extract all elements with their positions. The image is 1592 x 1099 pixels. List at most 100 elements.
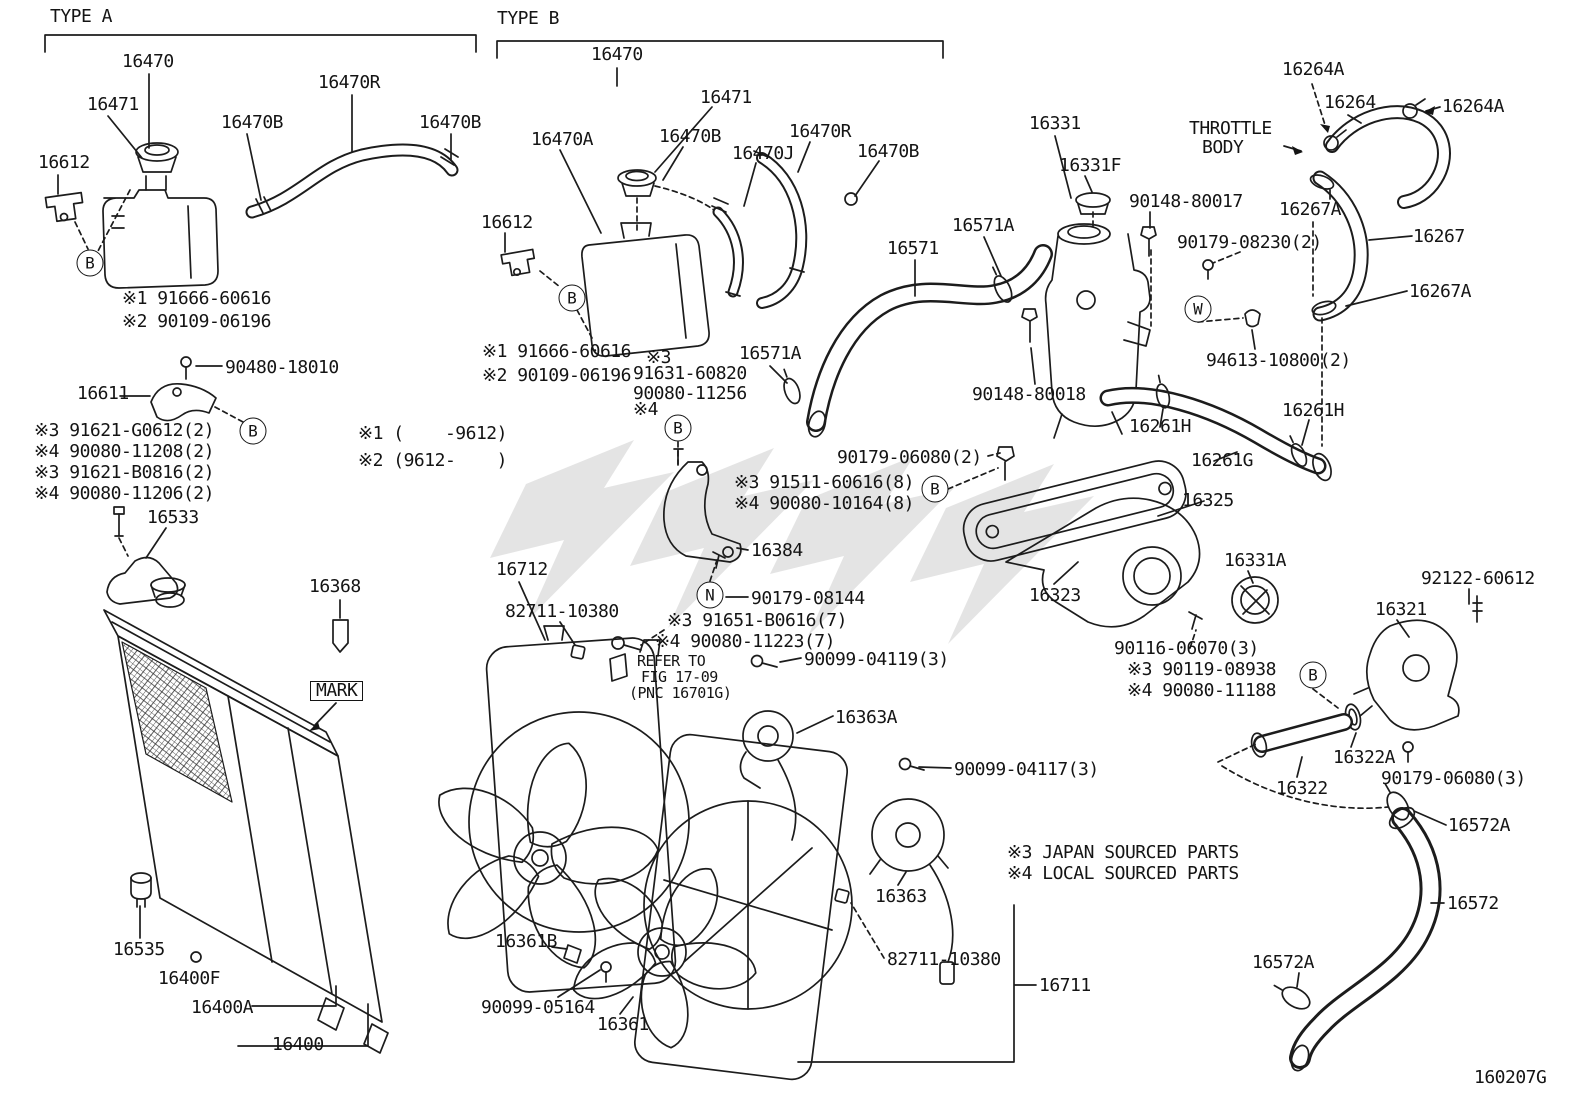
part-label: 92122-60612 <box>1421 568 1535 589</box>
part-label: 90099-05164 <box>481 997 595 1018</box>
callout-w: W <box>1184 295 1212 323</box>
part-label: ※1 ( -9612) <box>358 423 507 444</box>
part-label: 16400F <box>158 968 221 989</box>
callout-b: B <box>921 475 949 503</box>
callout-n: N <box>696 581 724 609</box>
part-label: ※2 90109-06196 <box>122 311 271 332</box>
overflow-hose-a-drawing <box>245 143 459 219</box>
japan-sourced-note: ※3 JAPAN SOURCED PARTS <box>1007 842 1239 863</box>
part-label: 94613-10800(2) <box>1206 350 1351 371</box>
diagram-code: 160207G <box>1474 1067 1547 1088</box>
reservoir-tank-a-drawing <box>44 142 219 289</box>
part-label: 16571 <box>887 238 939 259</box>
part-label: ※4 90080-11188 <box>1127 680 1276 701</box>
part-label: ※4 90080-10164(8) <box>734 493 914 514</box>
part-label: 16611 <box>77 383 129 404</box>
part-label: 82711-10380 <box>505 601 619 622</box>
part-label: ※1 91666-60616 <box>122 288 271 309</box>
part-label: 16384 <box>751 540 803 561</box>
part-label: 90480-18010 <box>225 357 339 378</box>
part-label: 16471 <box>87 94 139 115</box>
fan-right-drawing <box>572 867 757 1049</box>
callout-b: B <box>664 414 692 442</box>
part-label: ※3 91511-60616(8) <box>734 472 914 493</box>
callout-b: B <box>239 417 267 445</box>
type-a-heading: TYPE A <box>50 6 113 27</box>
part-label: ※3 <box>646 347 671 368</box>
part-label: 16470R <box>318 72 381 93</box>
part-label: 16267 <box>1413 226 1465 247</box>
part-label: ※1 91666-60616 <box>482 341 631 362</box>
part-label: 16267A <box>1409 281 1472 302</box>
part-label: 16264A <box>1282 59 1345 80</box>
fan-left-drawing <box>438 742 659 969</box>
part-label: 16322A <box>1333 747 1396 768</box>
part-label: 16267A <box>1279 199 1342 220</box>
part-label: 90099-04119(3) <box>804 649 949 670</box>
part-label: 16261H <box>1282 400 1345 421</box>
part-label: ※4 90080-11223(7) <box>655 631 835 652</box>
part-label: 16400 <box>272 1034 324 1055</box>
part-label: 16612 <box>481 212 533 233</box>
part-label: ※3 91621-B0816(2) <box>34 462 214 483</box>
part-label: 16325 <box>1182 490 1234 511</box>
part-label: 16323 <box>1029 585 1081 606</box>
part-label: 90148-80018 <box>972 384 1086 405</box>
callout-b: B <box>1299 661 1327 689</box>
bracket-16611-16533-drawing <box>106 382 217 605</box>
type-b-heading: TYPE B <box>497 8 560 29</box>
part-label: 16533 <box>147 507 199 528</box>
part-label: 82711-10380 <box>887 949 1001 970</box>
part-label: 90179-08230(2) <box>1177 232 1322 253</box>
part-label: 16470R <box>789 121 852 142</box>
mark-box-label: MARK <box>310 681 364 702</box>
part-label: 90179-06080(2) <box>837 447 982 468</box>
hose-16572-drawing <box>1273 783 1442 1072</box>
part-label: 16470B <box>659 126 722 147</box>
overflow-hoses-b-drawing <box>711 150 808 309</box>
part-label: ※4 90080-11208(2) <box>34 441 214 462</box>
fan-shroud-right-drawing <box>633 733 853 1081</box>
part-label: ※3 91651-B0616(7) <box>667 610 847 631</box>
part-label: 16572A <box>1448 815 1511 836</box>
part-label: ※4 90080-11206(2) <box>34 483 214 504</box>
hoses-top-right-drawing <box>1309 98 1451 322</box>
part-label: 16470B <box>221 112 284 133</box>
callout-b: B <box>76 249 104 277</box>
part-label: 16363A <box>835 707 898 728</box>
part-label: 16470 <box>122 51 174 72</box>
part-label: 16400A <box>191 997 254 1018</box>
part-label: ※4 <box>633 399 658 420</box>
part-label: ※3 91621-G0612(2) <box>34 420 214 441</box>
part-label: ※2 (9612- ) <box>358 450 507 471</box>
refer-to-note: (PNC 16701G) <box>629 684 732 702</box>
part-label: 90179-06080(3) <box>1381 768 1526 789</box>
part-label: 16321 <box>1375 599 1427 620</box>
leader-lines <box>57 67 1470 1063</box>
bracket-16384-drawing <box>609 461 742 682</box>
callout-b: B <box>558 284 586 312</box>
part-label: 16368 <box>309 576 361 597</box>
part-label: 16572A <box>1252 952 1315 973</box>
part-label: 16612 <box>38 152 90 173</box>
part-label: 90179-08144 <box>751 588 865 609</box>
part-label: 16470 <box>591 44 643 65</box>
refer-to-note: FIG 17-09 <box>641 668 718 686</box>
radiator-drawing <box>103 577 389 1054</box>
part-label: 16571A <box>739 343 802 364</box>
part-label: 16264A <box>1442 96 1505 117</box>
type-brackets <box>44 34 944 59</box>
water-outlet-16331-drawing <box>1044 192 1151 439</box>
part-label: 90116-06070(3) <box>1114 638 1259 659</box>
part-label: 16261G <box>1191 450 1254 471</box>
part-label: 90148-80017 <box>1129 191 1243 212</box>
part-label: 16471 <box>700 87 752 108</box>
throttle-body-label: THROTTLE <box>1189 118 1272 139</box>
part-label: 91631-60820 <box>633 363 747 384</box>
part-label: 16264 <box>1324 92 1376 113</box>
part-label: 16361 <box>597 1014 649 1035</box>
part-label: 16470B <box>419 112 482 133</box>
part-label: 16331 <box>1029 113 1081 134</box>
part-label: 16572 <box>1447 893 1499 914</box>
